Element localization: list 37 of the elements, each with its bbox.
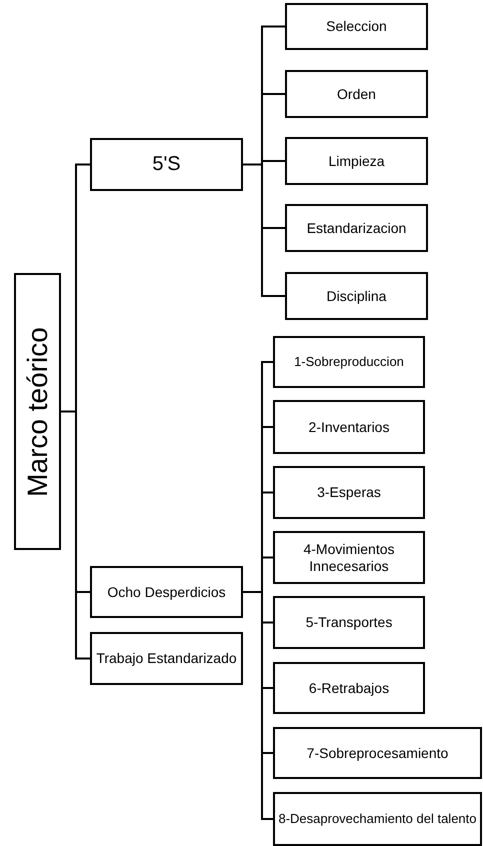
item-box <box>273 400 425 454</box>
item-box <box>273 727 482 779</box>
item-box <box>285 272 428 320</box>
node-label: 6-Retrabajos <box>308 680 390 696</box>
node-label: 5'S <box>152 153 181 176</box>
root-box <box>14 273 61 550</box>
node-label: Estandarizacion <box>306 220 406 236</box>
topic-box <box>90 632 243 685</box>
node-label: Ocho Desperdicios <box>107 584 226 600</box>
item-box <box>273 792 482 846</box>
node-label: Seleccion <box>326 18 387 35</box>
connector-line <box>243 591 273 820</box>
node-label: Orden <box>337 86 376 102</box>
node-label: Marco teórico <box>22 326 54 496</box>
node-label: 4-Movimientos Innecesarios <box>302 541 396 574</box>
topic-box <box>90 138 243 191</box>
node-label: 3-Esperas <box>317 484 381 501</box>
node-label: Trabajo Estandarizado <box>96 650 237 667</box>
connector-line <box>61 410 90 660</box>
item-box <box>273 531 425 584</box>
item-box <box>273 662 425 714</box>
node-label: Disciplina <box>326 288 386 304</box>
connector-line <box>243 164 285 297</box>
node-label: 2-Inventarios <box>308 418 390 436</box>
node-label: 5-Transportes <box>306 614 392 631</box>
node-label: 1-Sobreproduccion <box>294 354 404 370</box>
item-box <box>285 137 428 185</box>
item-box <box>273 596 425 649</box>
item-box <box>273 466 425 519</box>
item-box <box>285 70 428 118</box>
node-label: 8-Desaprovechamiento del talento <box>278 812 476 826</box>
topic-box <box>90 566 243 618</box>
node-label: Limpieza <box>328 152 385 170</box>
node-label: 7-Sobreprocesamiento <box>306 744 448 762</box>
item-box <box>285 3 428 50</box>
item-box <box>285 204 428 252</box>
item-box <box>273 336 425 388</box>
